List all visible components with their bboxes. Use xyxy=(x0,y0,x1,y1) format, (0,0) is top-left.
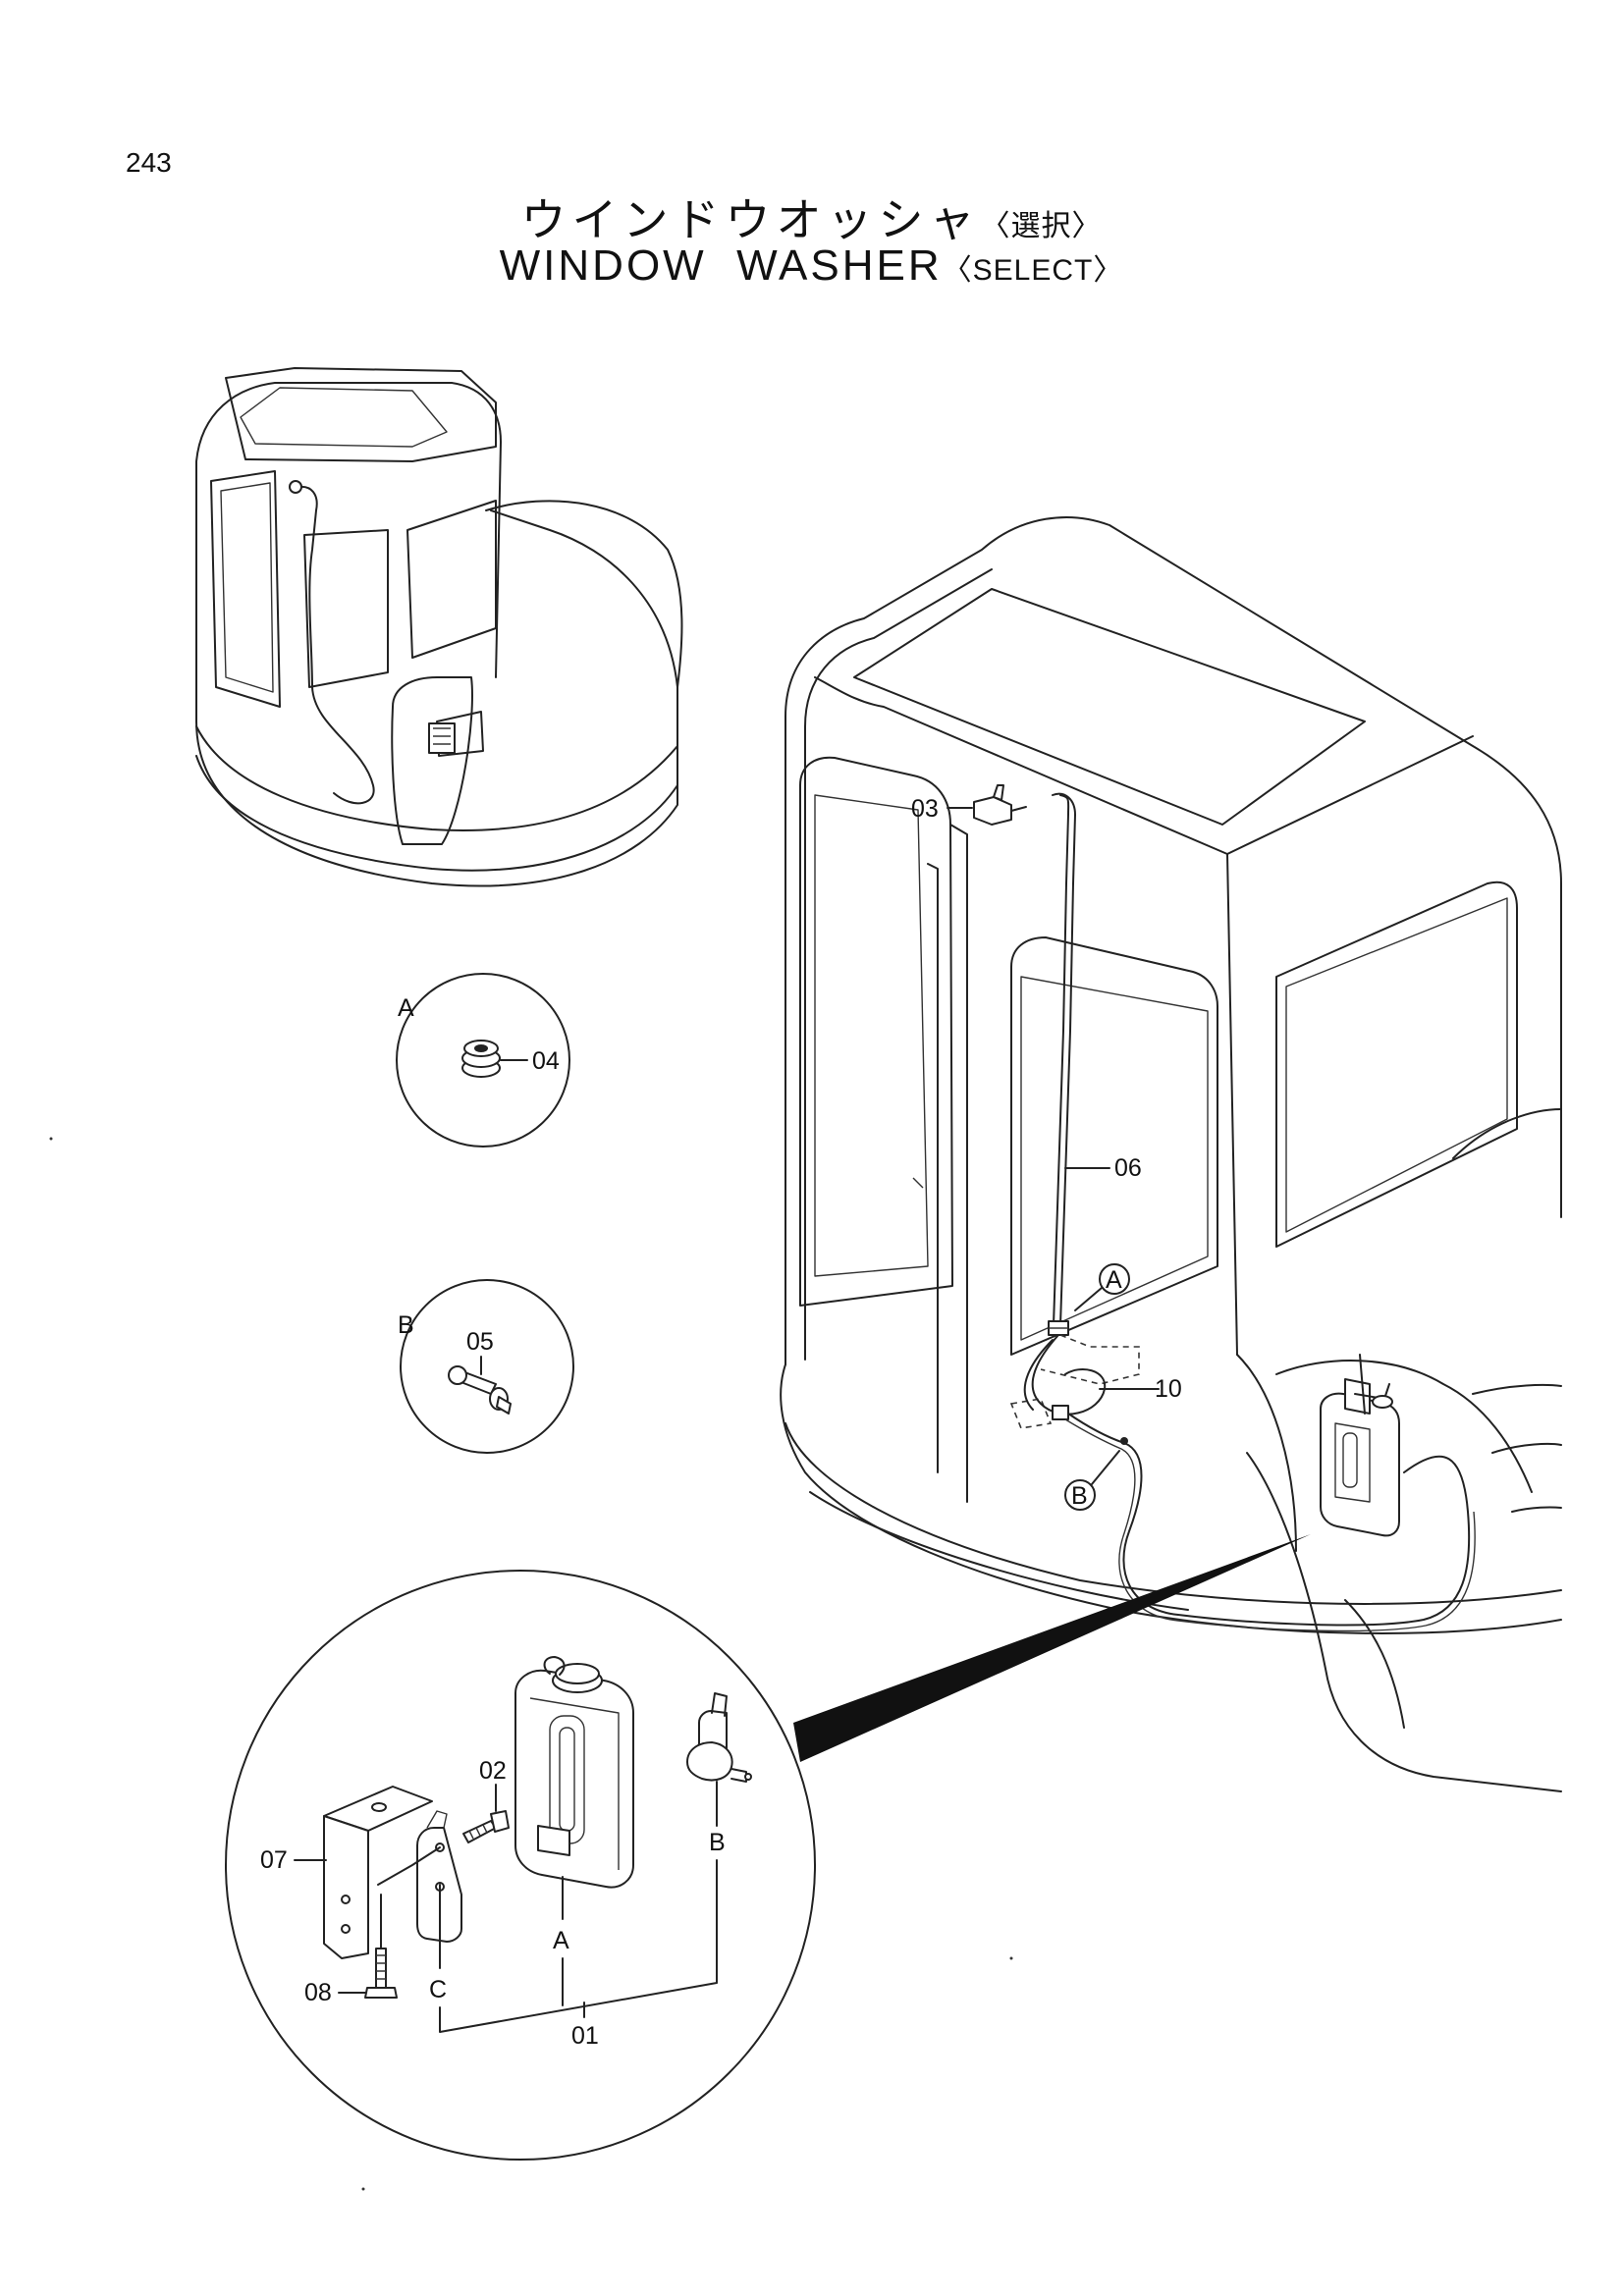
overview-machine xyxy=(195,367,683,887)
title-japanese-text: ウインドウオッシャ xyxy=(520,193,981,246)
detail-circle-b: 05 B xyxy=(398,1279,574,1454)
nozzle-part xyxy=(973,784,1027,826)
ref-letter-b-detail: B xyxy=(398,1311,414,1339)
ref-letter-a-tank: A xyxy=(553,1927,569,1954)
title-english-text: WINDOW WASHER xyxy=(499,241,943,290)
mounted-washer-tank xyxy=(1320,1354,1400,1537)
page-number: 243 xyxy=(126,147,172,178)
callout-02: 02 xyxy=(479,1757,507,1785)
bolt-08-part xyxy=(364,1948,398,1999)
washer-tank-part xyxy=(514,1656,634,1889)
title-english-select: 〈SELECT〉 xyxy=(942,254,1124,287)
detail-pointer-wedge xyxy=(793,1534,1311,1762)
grommet-part xyxy=(461,1040,501,1078)
callout-06: 06 xyxy=(1114,1154,1142,1182)
title-japanese: ウインドウオッシャ〈選択〉 xyxy=(0,185,1623,249)
callout-04: 04 xyxy=(532,1047,560,1075)
joint-part xyxy=(448,1365,512,1415)
callout-01: 01 xyxy=(571,2022,599,2050)
callout-05: 05 xyxy=(466,1328,494,1356)
detail-circle-tank-assembly: 07 08 C 02 xyxy=(225,1570,816,2161)
ref-letter-a-main: A xyxy=(1106,1266,1122,1294)
ref-letter-c: C xyxy=(429,1976,447,2003)
ref-letter-b-pump: B xyxy=(709,1829,726,1856)
callout-07: 07 xyxy=(260,1846,288,1874)
callout-08: 08 xyxy=(304,1979,332,2006)
pump-part xyxy=(686,1692,752,1783)
bolt-02-part xyxy=(462,1810,510,1843)
title-english: WINDOW WASHER〈SELECT〉 xyxy=(0,241,1623,291)
detail-circle-a: 04 A xyxy=(396,973,570,1148)
title-japanese-select: 〈選択〉 xyxy=(980,209,1103,243)
ref-letter-a-detail: A xyxy=(398,994,414,1022)
callout-10: 10 xyxy=(1155,1375,1182,1403)
callout-03: 03 xyxy=(911,795,939,823)
bracket-part xyxy=(323,1786,433,1959)
main-machine: 03 06 10 A B xyxy=(780,516,1562,1792)
ref-letter-b-main: B xyxy=(1071,1482,1088,1510)
